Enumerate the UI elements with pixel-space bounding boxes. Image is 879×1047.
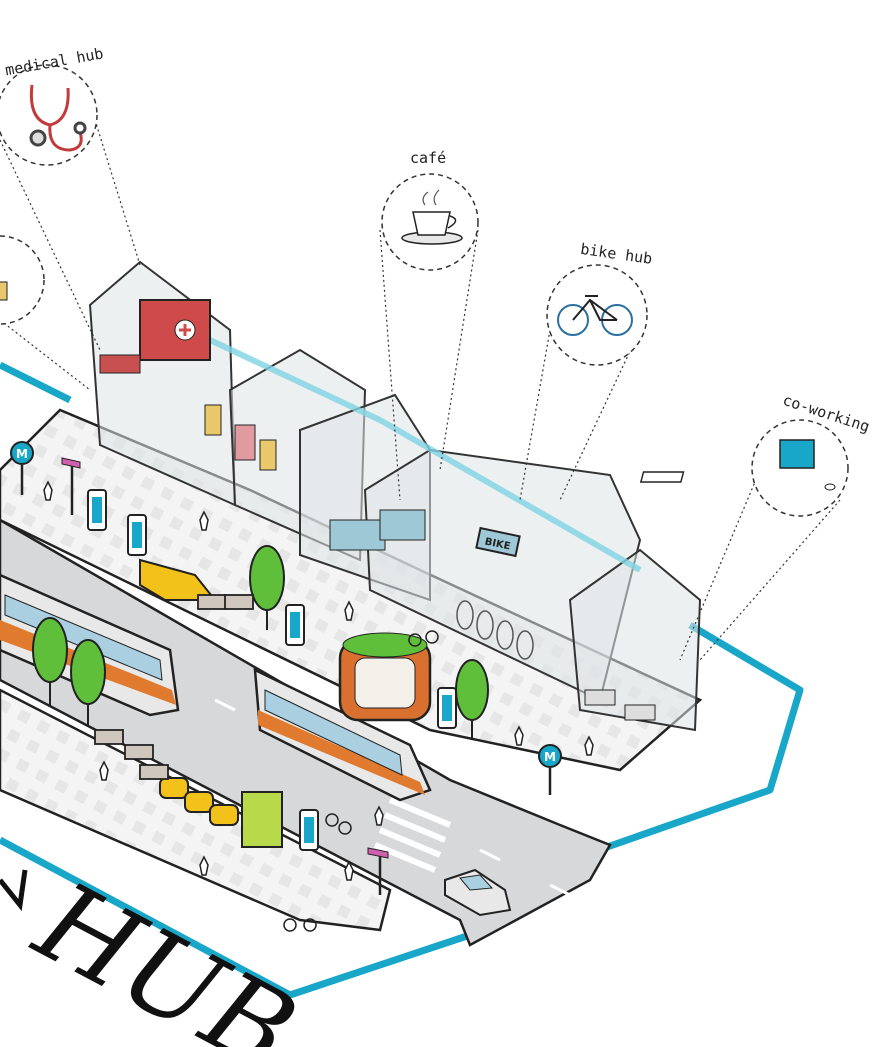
green-kiosk <box>242 792 282 847</box>
title-letter-fragment <box>0 870 25 905</box>
callout-label-cafe: café <box>410 149 446 167</box>
metro-sign-icon: M <box>539 745 561 795</box>
callout-label-bike: bike hub <box>579 240 653 268</box>
metro-sign-label: M <box>544 750 556 764</box>
shelves <box>205 405 221 435</box>
box-icon <box>0 282 7 300</box>
metro-sign-label: M <box>16 447 28 461</box>
coworking-desk <box>585 690 615 705</box>
cafe-counter <box>330 520 385 550</box>
waiting-sofa <box>100 355 140 373</box>
